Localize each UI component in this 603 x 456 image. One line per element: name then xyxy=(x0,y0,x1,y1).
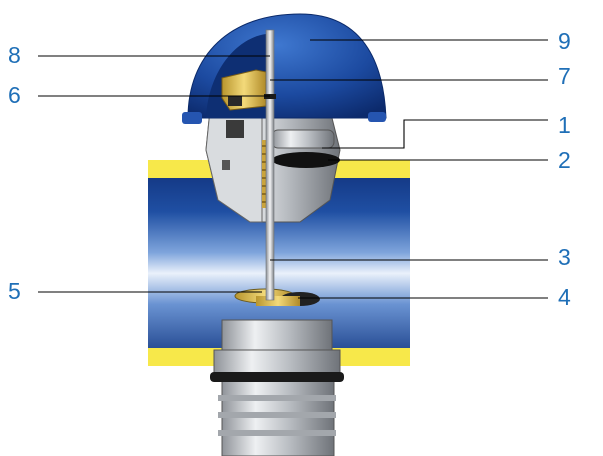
callout-5: 5 xyxy=(8,278,21,304)
valve-stem xyxy=(265,29,275,301)
callout-8: 8 xyxy=(8,42,21,68)
dome-cap xyxy=(182,13,387,124)
callout-7: 7 xyxy=(558,63,571,89)
callout-4: 4 xyxy=(558,284,571,310)
callout-labels: 9 7 1 2 3 4 8 6 5 xyxy=(8,28,571,310)
upper-body xyxy=(205,109,341,223)
callout-1: 1 xyxy=(558,112,571,138)
leader-1 xyxy=(322,119,548,149)
callout-6: 6 xyxy=(8,82,21,108)
callout-2: 2 xyxy=(558,147,571,173)
leader-lines xyxy=(38,39,548,299)
valve-disc xyxy=(234,288,320,306)
callout-9: 9 xyxy=(558,28,571,54)
callout-3: 3 xyxy=(558,244,571,270)
lower-fitting xyxy=(210,319,344,456)
